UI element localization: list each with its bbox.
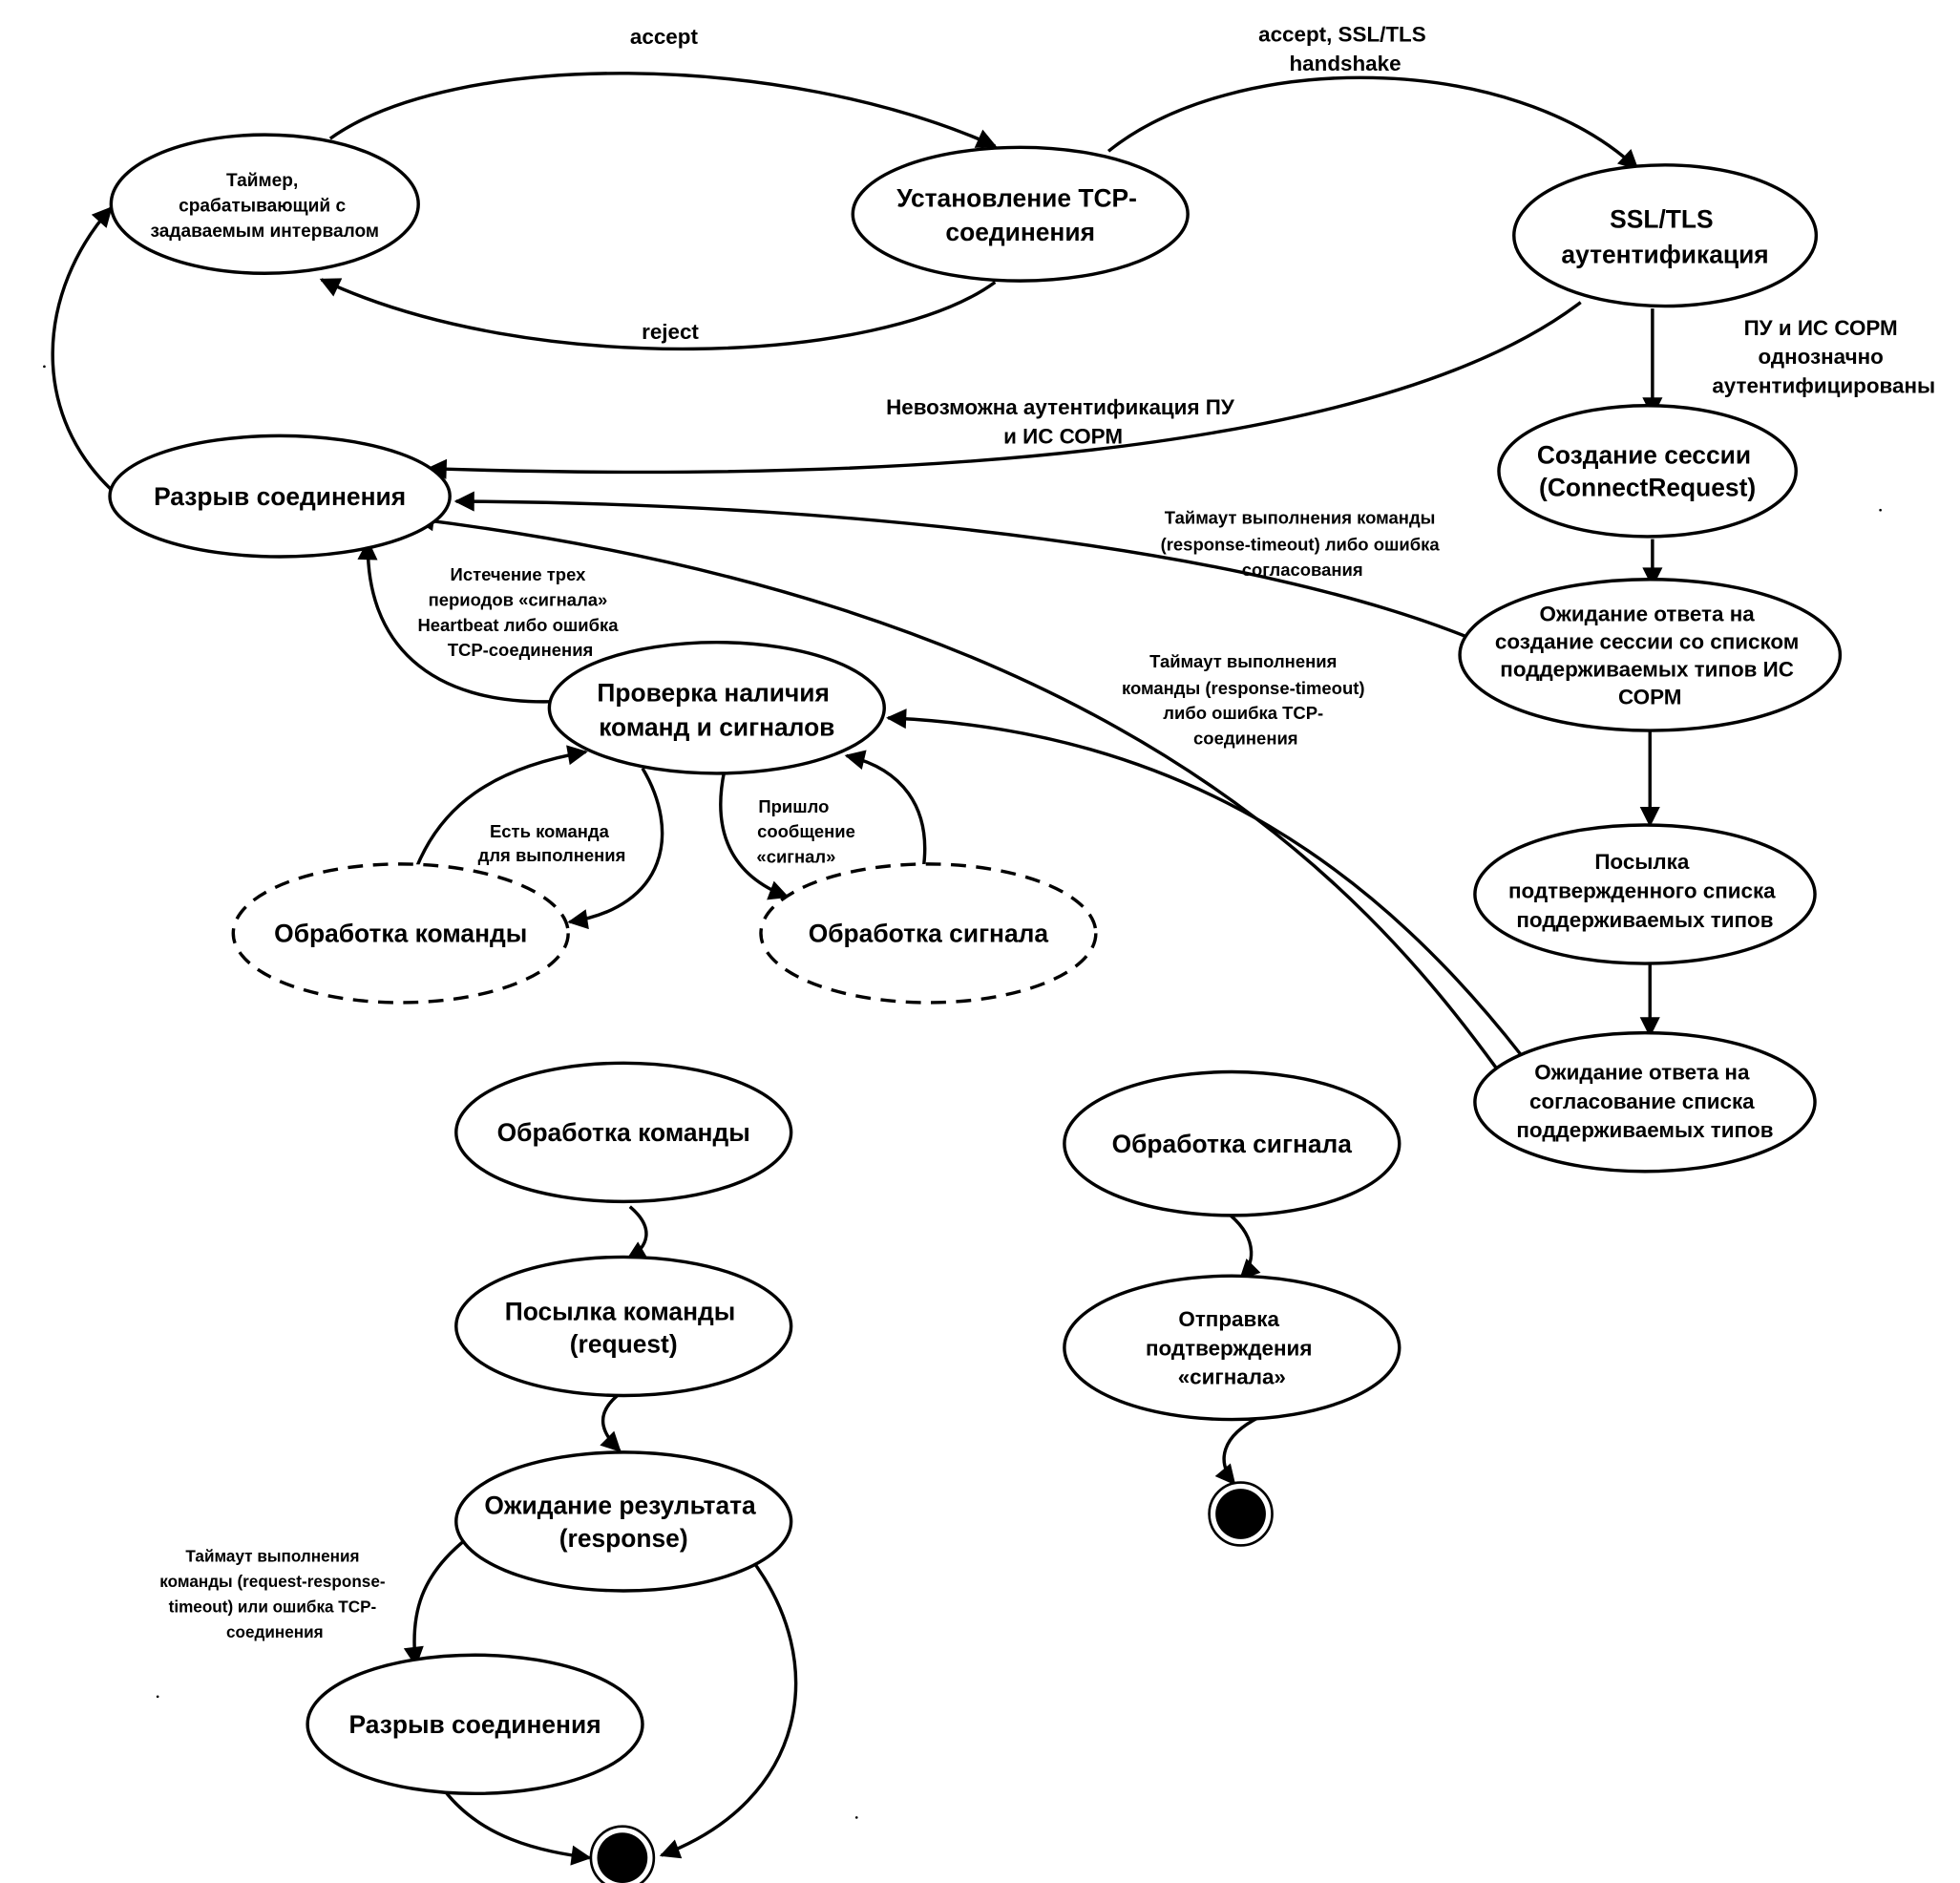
edge-accept-ssl: [1106, 75, 1639, 171]
edge-auth-fail: [426, 301, 1582, 479]
edge-cmd-done: [413, 745, 588, 870]
state-proc-sig-label: Обработка сигнала: [1112, 1130, 1353, 1158]
edge-reject: [319, 278, 997, 351]
state-wait-agree-label: Ожидание ответа на согласование списка п…: [1516, 1060, 1773, 1142]
label-accept: accept: [630, 25, 699, 49]
edges: [51, 72, 1663, 1866]
label-reject: reject: [642, 320, 699, 344]
state-session-label: Создание сессии (ConnectRequest): [1537, 440, 1759, 501]
edge-req-timeout: [403, 1537, 468, 1667]
state-wait-result-label: Ожидание результата (response): [484, 1492, 763, 1553]
edge-labels: accept accept, SSL/TLS handshake reject …: [159, 23, 1935, 1641]
edge-timeout-agree: [453, 491, 1465, 638]
edge-got-sig: [719, 770, 790, 900]
edge-timeout-tcp-disconnect: [413, 511, 1498, 1069]
state-send-ack-label: Отправка подтверждения «сигнала»: [1146, 1307, 1318, 1389]
label-heartbeat: Истечение трех периодов «сигнала» Heartb…: [417, 564, 622, 660]
state-send-ack: Отправка подтверждения «сигнала»: [1063, 1274, 1402, 1422]
label-auth-fail: Невозможна аутентификация ПУ и ИС СОРМ: [886, 395, 1240, 448]
state-disconnect2: Разрыв соединения: [306, 1653, 644, 1796]
scan-dot: [43, 365, 46, 369]
edge-sig-done: [844, 750, 927, 870]
state-proc-sig-dashed: Обработка сигнала: [759, 862, 1098, 1005]
state-disconnect: Разрыв соединения: [108, 434, 452, 559]
state-tcp-label: Установление TCP- соединения: [896, 183, 1144, 246]
edge-ack-final: [1214, 1415, 1261, 1486]
label-has-cmd: Есть команда для выполнения: [478, 821, 626, 865]
label-auth-ok: ПУ и ИС СОРМ однозначно аутентифицирован…: [1712, 316, 1935, 398]
scan-dot: [1879, 508, 1882, 512]
edge-send-wait: [600, 1394, 622, 1453]
state-check-label: Проверка наличия команд и сигналов: [597, 679, 836, 742]
state-send-cmd-label: Посылка команды (request): [505, 1297, 743, 1358]
label-req-timeout: Таймаут выполнения команды (request-resp…: [159, 1547, 390, 1641]
label-timeout-tcp: Таймаут выполнения команды (response-tim…: [1122, 651, 1370, 748]
final-state-right: [1208, 1481, 1274, 1547]
state-check: Проверка наличия команд и сигналов: [547, 641, 886, 775]
edge-disconnect-timer: [51, 206, 121, 499]
state-proc-sig-dashed-label: Обработка сигнала: [809, 920, 1049, 948]
state-disconnect2-label: Разрыв соединения: [349, 1710, 601, 1739]
edge-heartbeat: [357, 540, 555, 704]
scan-dot: [854, 1816, 858, 1819]
state-session: Создание сессии (ConnectRequest): [1497, 404, 1798, 539]
final-state-left: [589, 1825, 656, 1883]
edge-accept: [328, 72, 998, 148]
state-ssl-label: SSL/TLS аутентификация: [1561, 205, 1768, 269]
state-timer: Таймер, срабатывающий с задаваемым интер…: [109, 133, 420, 275]
state-wait-result: Ожидание результата (response): [454, 1450, 793, 1593]
state-wait-agree: Ожидание ответа на согласование списка п…: [1473, 1030, 1817, 1174]
state-proc-cmd-label: Обработка команды: [497, 1118, 750, 1147]
state-ssl: SSL/TLS аутентификация: [1512, 163, 1819, 308]
edge-sig-ack: [1229, 1214, 1261, 1280]
label-timeout-agree: Таймаут выполнения команды (response-tim…: [1161, 508, 1444, 580]
state-proc-cmd: Обработка команды: [454, 1061, 793, 1204]
edge-result-final: [659, 1555, 798, 1859]
label-got-sig: Пришло сообщение «сигнал»: [756, 796, 860, 867]
state-send-cmd: Посылка команды (request): [454, 1255, 793, 1398]
state-proc-cmd-dashed-label: Обработка команды: [274, 920, 527, 948]
state-send-list-label: Посылка подтвержденного списка поддержив…: [1508, 850, 1781, 932]
state-tcp: Установление TCP- соединения: [851, 145, 1190, 283]
label-accept-ssl: accept, SSL/TLS handshake: [1258, 23, 1432, 75]
edge-timeout-tcp-check: [886, 709, 1524, 1057]
state-wait-session-label: Ожидание ответа на создание сессии со сп…: [1495, 602, 1805, 709]
scan-dot: [156, 1695, 159, 1699]
state-send-list: Посылка подтвержденного списка поддержив…: [1473, 823, 1817, 965]
edge-cmd-send: [625, 1205, 648, 1261]
edge-disconnect2-final: [439, 1785, 592, 1866]
nodes: Таймер, срабатывающий с задаваемым интер…: [108, 133, 1843, 1883]
state-disconnect-label: Разрыв соединения: [154, 482, 406, 511]
state-proc-cmd-dashed: Обработка команды: [231, 862, 570, 1005]
state-proc-sig: Обработка сигнала: [1063, 1069, 1402, 1217]
edge-has-cmd: [567, 767, 664, 930]
state-wait-session: Ожидание ответа на создание сессии со сп…: [1458, 578, 1843, 732]
state-timer-label: Таймер, срабатывающий с задаваемым интер…: [150, 171, 379, 242]
